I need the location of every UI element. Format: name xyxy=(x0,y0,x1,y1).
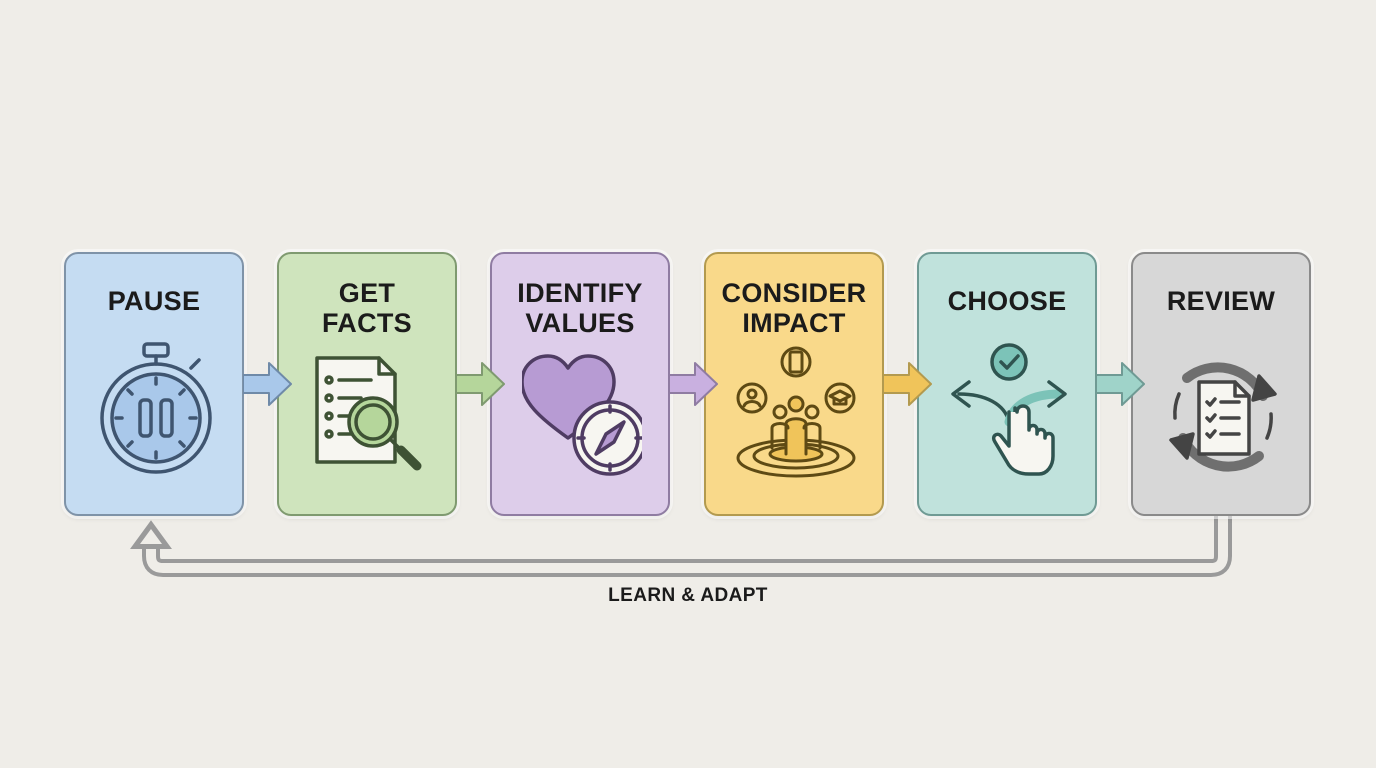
people-ripple-icon xyxy=(736,346,856,478)
loop-label: LEARN & ADAPT xyxy=(608,585,768,606)
step-card-choose: CHOOSE xyxy=(917,252,1097,516)
stopwatch-pause-icon xyxy=(100,342,212,474)
step-title: CHOOSE xyxy=(947,286,1067,316)
step-title: PAUSE xyxy=(107,286,201,316)
step-title: IDENTIFY xyxy=(517,278,643,308)
flow-arrow xyxy=(883,362,932,406)
step-title: FACTS xyxy=(321,308,412,338)
step-title: IMPACT xyxy=(742,308,846,338)
flow-arrow xyxy=(1096,362,1145,406)
step-card-pause: PAUSE xyxy=(64,252,244,516)
flow-arrow xyxy=(243,362,292,406)
heart-compass-icon xyxy=(522,354,642,476)
step-title: VALUES xyxy=(525,308,635,338)
step-title: GET xyxy=(338,278,396,308)
document-magnifier-icon xyxy=(315,356,422,471)
step-card-review: REVIEW xyxy=(1131,252,1311,516)
cycle-checklist-icon xyxy=(1169,362,1277,472)
flow-arrow xyxy=(456,362,505,406)
step-card-consider-impact: CONSIDER IMPACT xyxy=(704,252,884,516)
step-title: CONSIDER xyxy=(721,278,867,308)
step-card-identify-values: IDENTIFY VALUES xyxy=(490,252,670,516)
flow-arrow xyxy=(669,362,718,406)
step-card-get-facts: GET FACTS xyxy=(277,252,457,516)
fork-choice-hand-icon xyxy=(951,343,1067,476)
step-title: REVIEW xyxy=(1166,286,1276,316)
